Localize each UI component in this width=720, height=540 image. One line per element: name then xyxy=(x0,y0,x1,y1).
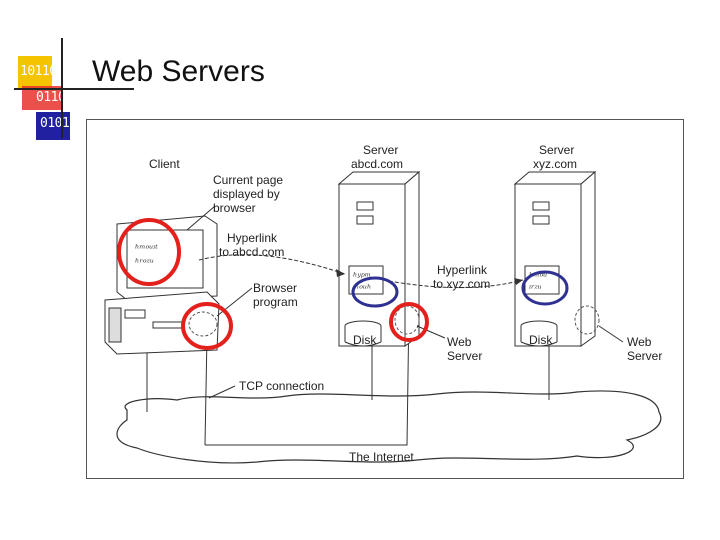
logo-binary-row1: 10110 xyxy=(20,64,57,79)
disk2-label: Disk xyxy=(529,333,553,347)
current-page-label-1: Current page xyxy=(213,173,283,187)
hyperlink2-arrow xyxy=(382,279,524,289)
hyperlink2-label-1: Hyperlink xyxy=(437,263,488,277)
highlight-circle-server1-page xyxy=(351,276,399,308)
highlight-circle-client-screen xyxy=(117,218,181,286)
highlight-circle-browser xyxy=(181,302,233,350)
browser-label-1: Browser xyxy=(253,281,297,295)
browser-pointer xyxy=(216,287,253,317)
logo-horizontal-rule xyxy=(14,88,134,90)
svg-text:ʰʸᵖᵐ: ʰʸᵖᵐ xyxy=(353,272,371,283)
binary-logo: 10110 01100 01011 xyxy=(0,0,100,150)
highlight-circle-webserver1 xyxy=(389,302,429,342)
server-abcd xyxy=(337,170,421,347)
svg-text:ʰᵐᵒᵘ: ʰᵐᵒᵘ xyxy=(529,272,547,283)
webserver1-pointer xyxy=(416,325,446,339)
webserver2-pointer xyxy=(598,325,624,343)
handwritten-1: ʰᵐᵒᵘᶦᵗ xyxy=(135,244,158,255)
hyperlink1-arrow xyxy=(198,254,346,275)
logo-yellow-square xyxy=(18,56,52,88)
tcp-label: TCP connection xyxy=(239,379,324,393)
logo-binary-row3: 01011 xyxy=(40,116,77,131)
logo-blue-square xyxy=(36,112,70,140)
logo-binary-row2: 01100 xyxy=(36,90,73,105)
logo-red-square xyxy=(22,86,62,110)
tcp-connection-path xyxy=(204,304,410,446)
internet-label: The Internet xyxy=(349,450,414,464)
svg-text:ᵐᵒᵘʰ: ᵐᵒᵘʰ xyxy=(353,284,371,295)
webserver2-ellipse xyxy=(574,305,600,335)
current-page-label-2: displayed by xyxy=(213,187,280,201)
highlight-circle-server2-page xyxy=(521,270,569,306)
webserver1-label-2: Server xyxy=(447,349,482,363)
hyperlink2-label-2: to xyz.com xyxy=(433,277,490,291)
svg-text:ᶦʳᶻᵘ: ᶦʳᶻᵘ xyxy=(528,284,542,295)
internet-cloud xyxy=(116,390,662,464)
current-page-pointer xyxy=(186,205,216,231)
web-server-diagram: ʰᵐᵒᵘᶦᵗ ʰʳᵒᶻᵘ xyxy=(86,119,684,479)
server2-label-2: xyz.com xyxy=(533,157,577,171)
current-page-label-3: browser xyxy=(213,201,256,215)
webserver2-label-1: Web xyxy=(627,335,652,349)
client-label: Client xyxy=(149,157,180,171)
hyperlink1-label-2: to abcd.com xyxy=(219,245,284,259)
webserver1-label-1: Web xyxy=(447,335,472,349)
server2-label-1: Server xyxy=(539,143,574,157)
server1-label-1: Server xyxy=(363,143,398,157)
server-xyz xyxy=(513,170,597,347)
webserver2-label-2: Server xyxy=(627,349,662,363)
disk1-label: Disk xyxy=(353,333,377,347)
browser-label-2: program xyxy=(253,295,298,309)
diagram-canvas: ʰᵐᵒᵘᶦᵗ ʰʳᵒᶻᵘ xyxy=(104,143,662,464)
hyperlink1-label-1: Hyperlink xyxy=(227,231,278,245)
tcp-pointer xyxy=(208,385,236,399)
server1-label-2: abcd.com xyxy=(351,157,403,171)
slide-title: Web Servers xyxy=(92,55,265,88)
handwritten-2: ʰʳᵒᶻᵘ xyxy=(135,258,154,269)
browser-program-ellipse xyxy=(188,311,218,337)
